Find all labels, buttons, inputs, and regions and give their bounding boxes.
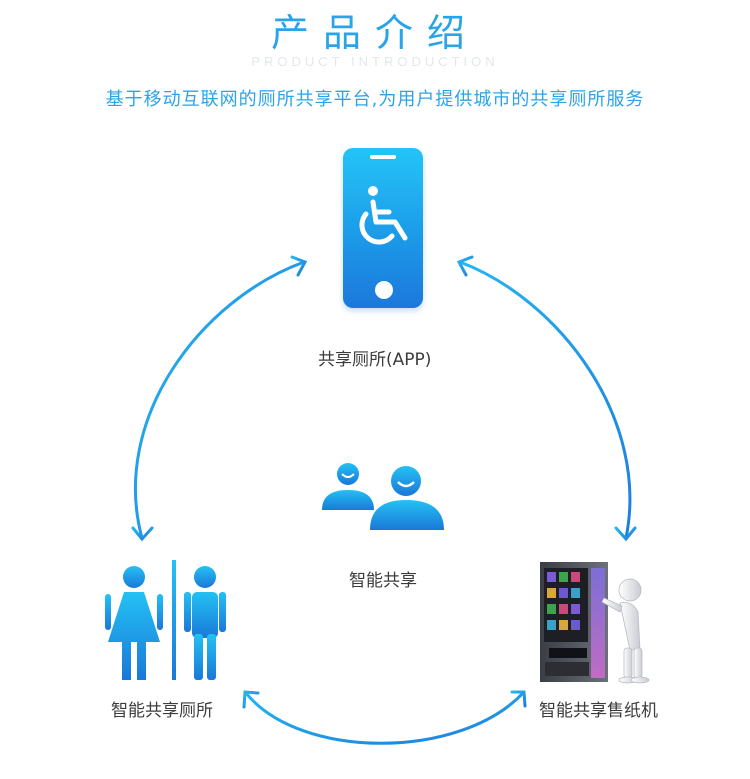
vending-machine-icon — [540, 562, 650, 684]
arrowhead-right-top — [456, 255, 474, 277]
arc-app-to-toilet — [133, 260, 306, 540]
wheelchair-phone-icon — [343, 148, 423, 308]
app-label: 共享厕所(APP) — [318, 350, 432, 370]
vending-label: 智能共享售纸机 — [539, 701, 658, 721]
restroom-icon — [105, 560, 226, 680]
arc-app-to-vending — [458, 260, 632, 540]
man-icon — [184, 566, 226, 680]
page-tagline: 基于移动互联网的厕所共享平台,为用户提供城市的共享厕所服务 — [105, 89, 645, 110]
arrowhead-bottom-left — [242, 690, 260, 709]
arrowhead-right-bottom — [614, 526, 637, 542]
arc-toilet-to-vending — [244, 691, 525, 745]
machine-products — [547, 572, 580, 630]
page-subtitle-en: PRODUCT INTRODUCTION — [251, 54, 499, 69]
arrowhead-bottom-right — [510, 690, 527, 708]
wheelchair-icon — [359, 186, 408, 245]
page-title: 产品介绍 — [270, 11, 479, 55]
center-label: 智能共享 — [349, 571, 417, 591]
figure-icon — [601, 578, 650, 684]
restroom-divider — [172, 560, 176, 680]
arrowhead-left-bottom — [131, 526, 154, 542]
connection-arcs — [131, 255, 637, 745]
woman-icon — [105, 566, 163, 680]
toilet-label: 智能共享厕所 — [111, 701, 213, 721]
users-icon — [322, 463, 444, 530]
arrowhead-left-top — [290, 255, 308, 277]
